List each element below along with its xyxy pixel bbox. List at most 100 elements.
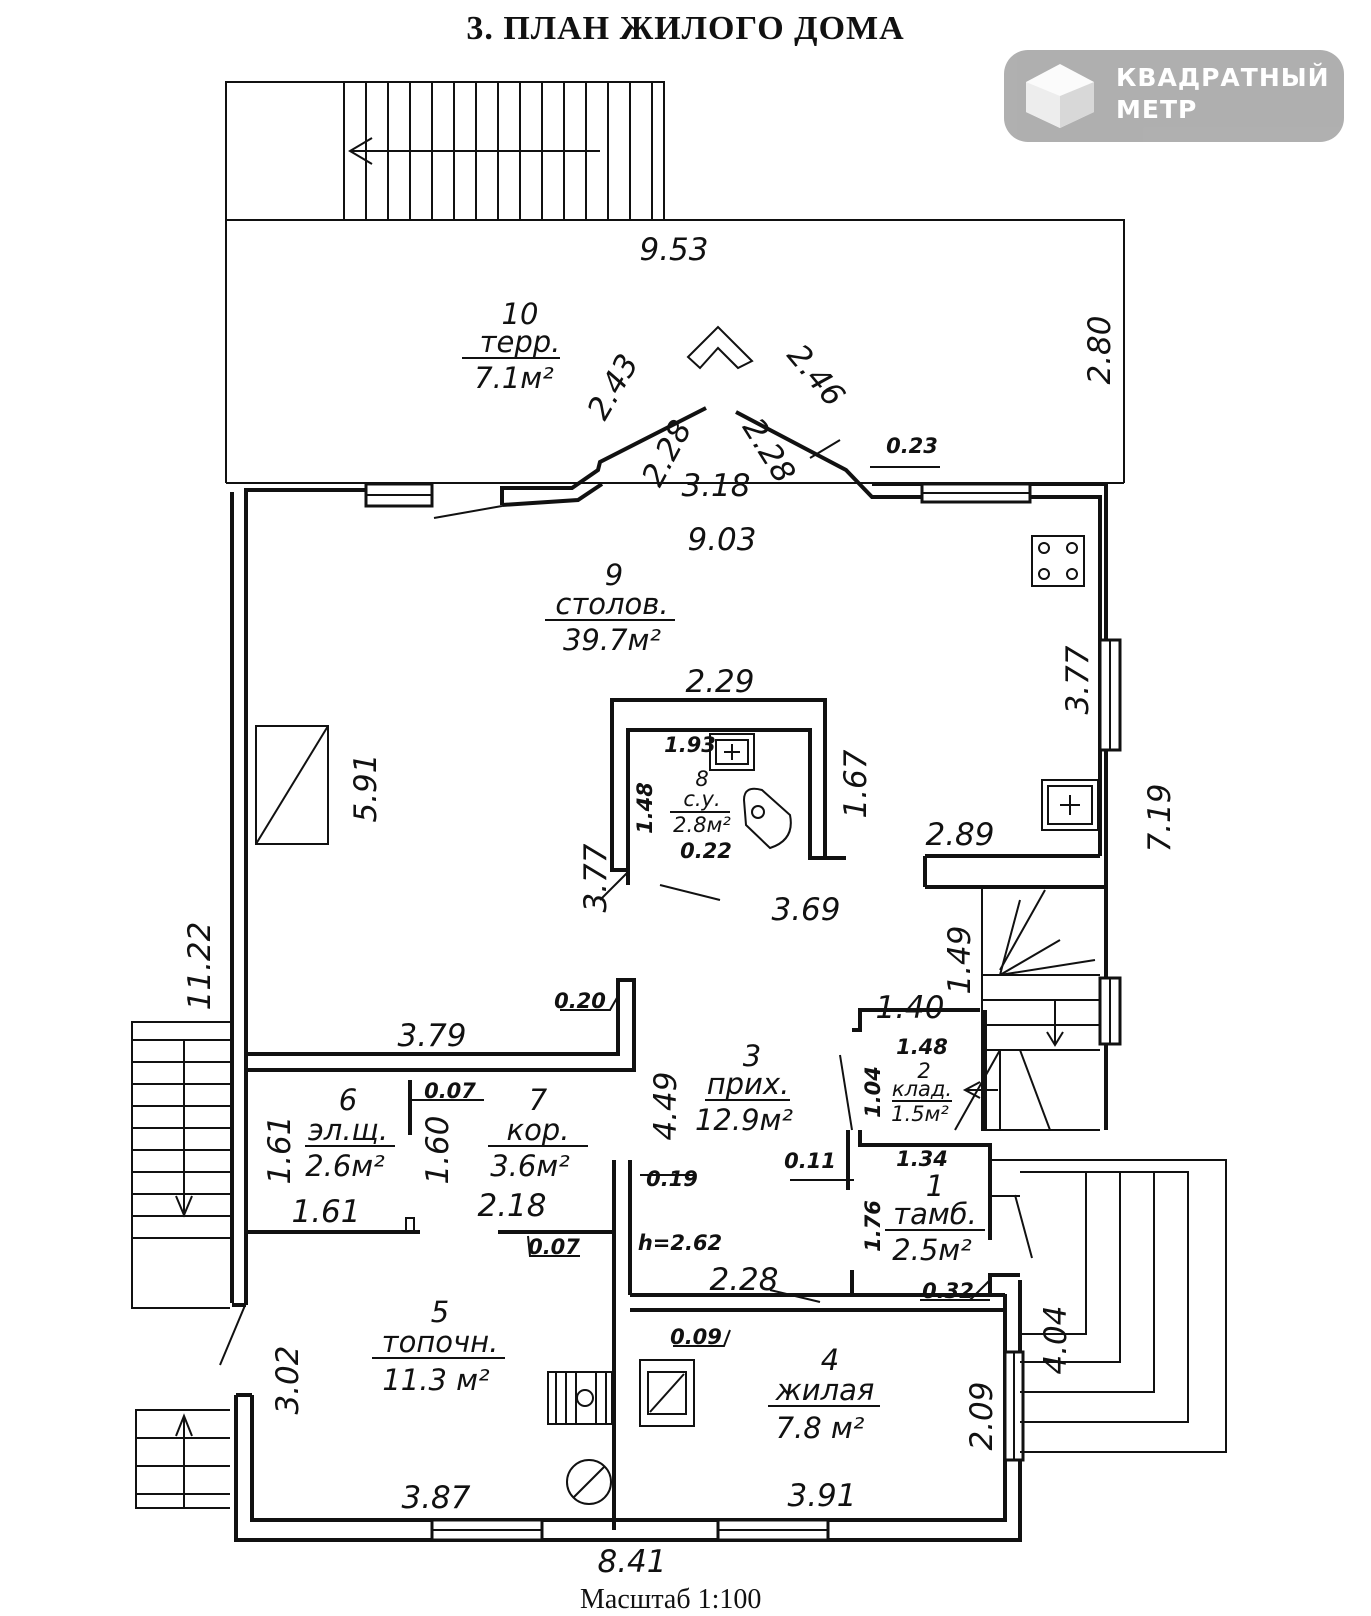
room-area: 2.5м² bbox=[892, 1233, 972, 1267]
dim-label: 2.29 bbox=[685, 664, 754, 700]
dim-label: 4.49 bbox=[648, 1071, 684, 1140]
room-area: 2.8м² bbox=[673, 813, 731, 837]
room-number: 1 bbox=[926, 1169, 944, 1203]
dim-label: 1.61 bbox=[291, 1194, 360, 1230]
room-number: 2 bbox=[917, 1059, 930, 1083]
dim-label: 7.19 bbox=[1142, 783, 1178, 852]
dim-label: 3.87 bbox=[401, 1480, 470, 1516]
dim-label: 0.19 bbox=[646, 1167, 698, 1191]
room-number: 3 bbox=[743, 1039, 761, 1073]
room-name: тамб. bbox=[893, 1197, 977, 1231]
room-number: 4 bbox=[821, 1343, 839, 1377]
room-area: 39.7м² bbox=[563, 623, 661, 657]
dim-label: 2.18 bbox=[477, 1188, 546, 1224]
dim-label: 1.61 bbox=[262, 1115, 298, 1184]
room-name: прих. bbox=[707, 1067, 790, 1101]
room-area: 1.5м² bbox=[891, 1102, 949, 1126]
room-area: 11.3 м² bbox=[382, 1363, 490, 1397]
room-name: столов. bbox=[555, 587, 668, 621]
room-3-label: 3 прих. 12.9м² bbox=[695, 1039, 793, 1137]
dim-label: 0.20 bbox=[554, 989, 606, 1013]
dim-label: 1.67 bbox=[838, 749, 874, 818]
room-name: кор. bbox=[507, 1113, 570, 1147]
room-number: 10 bbox=[502, 297, 539, 331]
interior-walls bbox=[246, 698, 1020, 1530]
dim-label: 5.91 bbox=[348, 753, 384, 822]
plan-title: 3. ПЛАН ЖИЛОГО ДОМА bbox=[466, 10, 905, 47]
dim-label: 0.11 bbox=[784, 1149, 836, 1173]
room-number: 9 bbox=[605, 558, 623, 592]
room-area: 12.9м² bbox=[695, 1103, 793, 1137]
fixtures bbox=[255, 535, 1099, 1505]
dim-label: 3.77 bbox=[1060, 645, 1096, 714]
porch-steps bbox=[990, 1159, 1227, 1453]
dim-label: 1.04 bbox=[861, 1066, 885, 1118]
room-10-label: 10 терр. 7.1м² bbox=[462, 297, 560, 395]
room-area: 7.8 м² bbox=[776, 1411, 865, 1445]
dim-label: 3.91 bbox=[787, 1478, 856, 1514]
dim-label: 2.28 bbox=[709, 1262, 778, 1298]
room-name: клад. bbox=[892, 1077, 952, 1101]
dimension-labels: 9.53 2.80 2.43 2.46 2.28 2.28 3.18 0.23 … bbox=[182, 232, 1178, 1580]
room-name: с.у. bbox=[683, 787, 720, 811]
dim-label: 1.40 bbox=[875, 990, 944, 1026]
logo-line-2: МЕТР bbox=[1116, 95, 1198, 124]
dim-label: 2.89 bbox=[925, 817, 994, 853]
room-9-label: 9 столов. 39.7м² bbox=[545, 558, 675, 657]
room-area: 7.1м² bbox=[474, 361, 554, 395]
dim-label: 2.09 bbox=[964, 1381, 1000, 1450]
room-name: терр. bbox=[480, 325, 561, 359]
dim-label: 0.09 bbox=[670, 1325, 722, 1349]
dim-label: 2.80 bbox=[1082, 315, 1118, 384]
room-6-label: 6 эл.щ. 2.6м² bbox=[305, 1083, 395, 1183]
dim-label: 3.02 bbox=[270, 1345, 306, 1414]
room-number: 7 bbox=[529, 1083, 548, 1117]
dim-label: 0.23 bbox=[886, 434, 938, 458]
room-area: 2.6м² bbox=[305, 1149, 385, 1183]
dim-label: 1.48 bbox=[896, 1035, 948, 1059]
dim-label: 3.79 bbox=[397, 1018, 466, 1054]
dim-label: 9.53 bbox=[639, 232, 708, 268]
dim-label: 3.77 bbox=[578, 843, 614, 912]
room-4-label: 4 жилая 7.8 м² bbox=[768, 1343, 880, 1445]
room-1-label: 1 тамб. 2.5м² bbox=[885, 1169, 985, 1267]
room-2-label: 2 клад. 1.5м² bbox=[891, 1059, 952, 1126]
room-name: топочн. bbox=[382, 1325, 499, 1359]
dim-label: 2.43 bbox=[580, 348, 646, 426]
dim-label: 0.32 bbox=[922, 1279, 974, 1303]
dim-label: 0.07 bbox=[424, 1079, 476, 1103]
logo-text: КВАДРАТНЫЙ МЕТР bbox=[1116, 62, 1330, 126]
dim-label: 3.18 bbox=[681, 468, 750, 504]
room-area: 3.6м² bbox=[490, 1149, 570, 1183]
windows bbox=[364, 482, 1122, 1542]
room-name: жилая bbox=[775, 1373, 875, 1407]
dim-label: 1.93 bbox=[664, 733, 716, 757]
dim-label: h=2.62 bbox=[638, 1231, 722, 1255]
leader-lines bbox=[410, 466, 990, 1347]
dim-label: 0.22 bbox=[680, 839, 732, 863]
dim-label: 3.69 bbox=[771, 892, 840, 928]
scale-note: Масштаб 1:100 bbox=[580, 1584, 762, 1615]
doors bbox=[219, 439, 1033, 1366]
dim-label: 11.22 bbox=[182, 922, 218, 1011]
left-stair bbox=[131, 1021, 230, 1509]
dim-label: 8.41 bbox=[597, 1544, 666, 1580]
dim-label: 1.60 bbox=[420, 1115, 456, 1184]
dim-label: 2.46 bbox=[780, 338, 852, 414]
room-8-label: 8 с.у. 2.8м² bbox=[670, 767, 731, 837]
cube-logo-icon bbox=[1026, 64, 1094, 128]
dim-label: 9.03 bbox=[687, 522, 756, 558]
room-number: 8 bbox=[695, 767, 708, 791]
logo-line-1: КВАДРАТНЫЙ bbox=[1116, 63, 1330, 92]
dim-label: 1.76 bbox=[861, 1200, 885, 1252]
dim-label: 1.34 bbox=[896, 1147, 948, 1171]
top-stair bbox=[225, 81, 665, 221]
watermark-logo: КВАДРАТНЫЙ МЕТР bbox=[1004, 50, 1344, 142]
room-number: 6 bbox=[339, 1083, 357, 1117]
dim-label: 1.48 bbox=[633, 782, 657, 834]
dim-label: 0.07 bbox=[528, 1235, 580, 1259]
room-7-label: 7 кор. 3.6м² bbox=[488, 1083, 588, 1183]
dim-label: 4.04 bbox=[1038, 1305, 1074, 1374]
inner-stair bbox=[954, 888, 1100, 1131]
